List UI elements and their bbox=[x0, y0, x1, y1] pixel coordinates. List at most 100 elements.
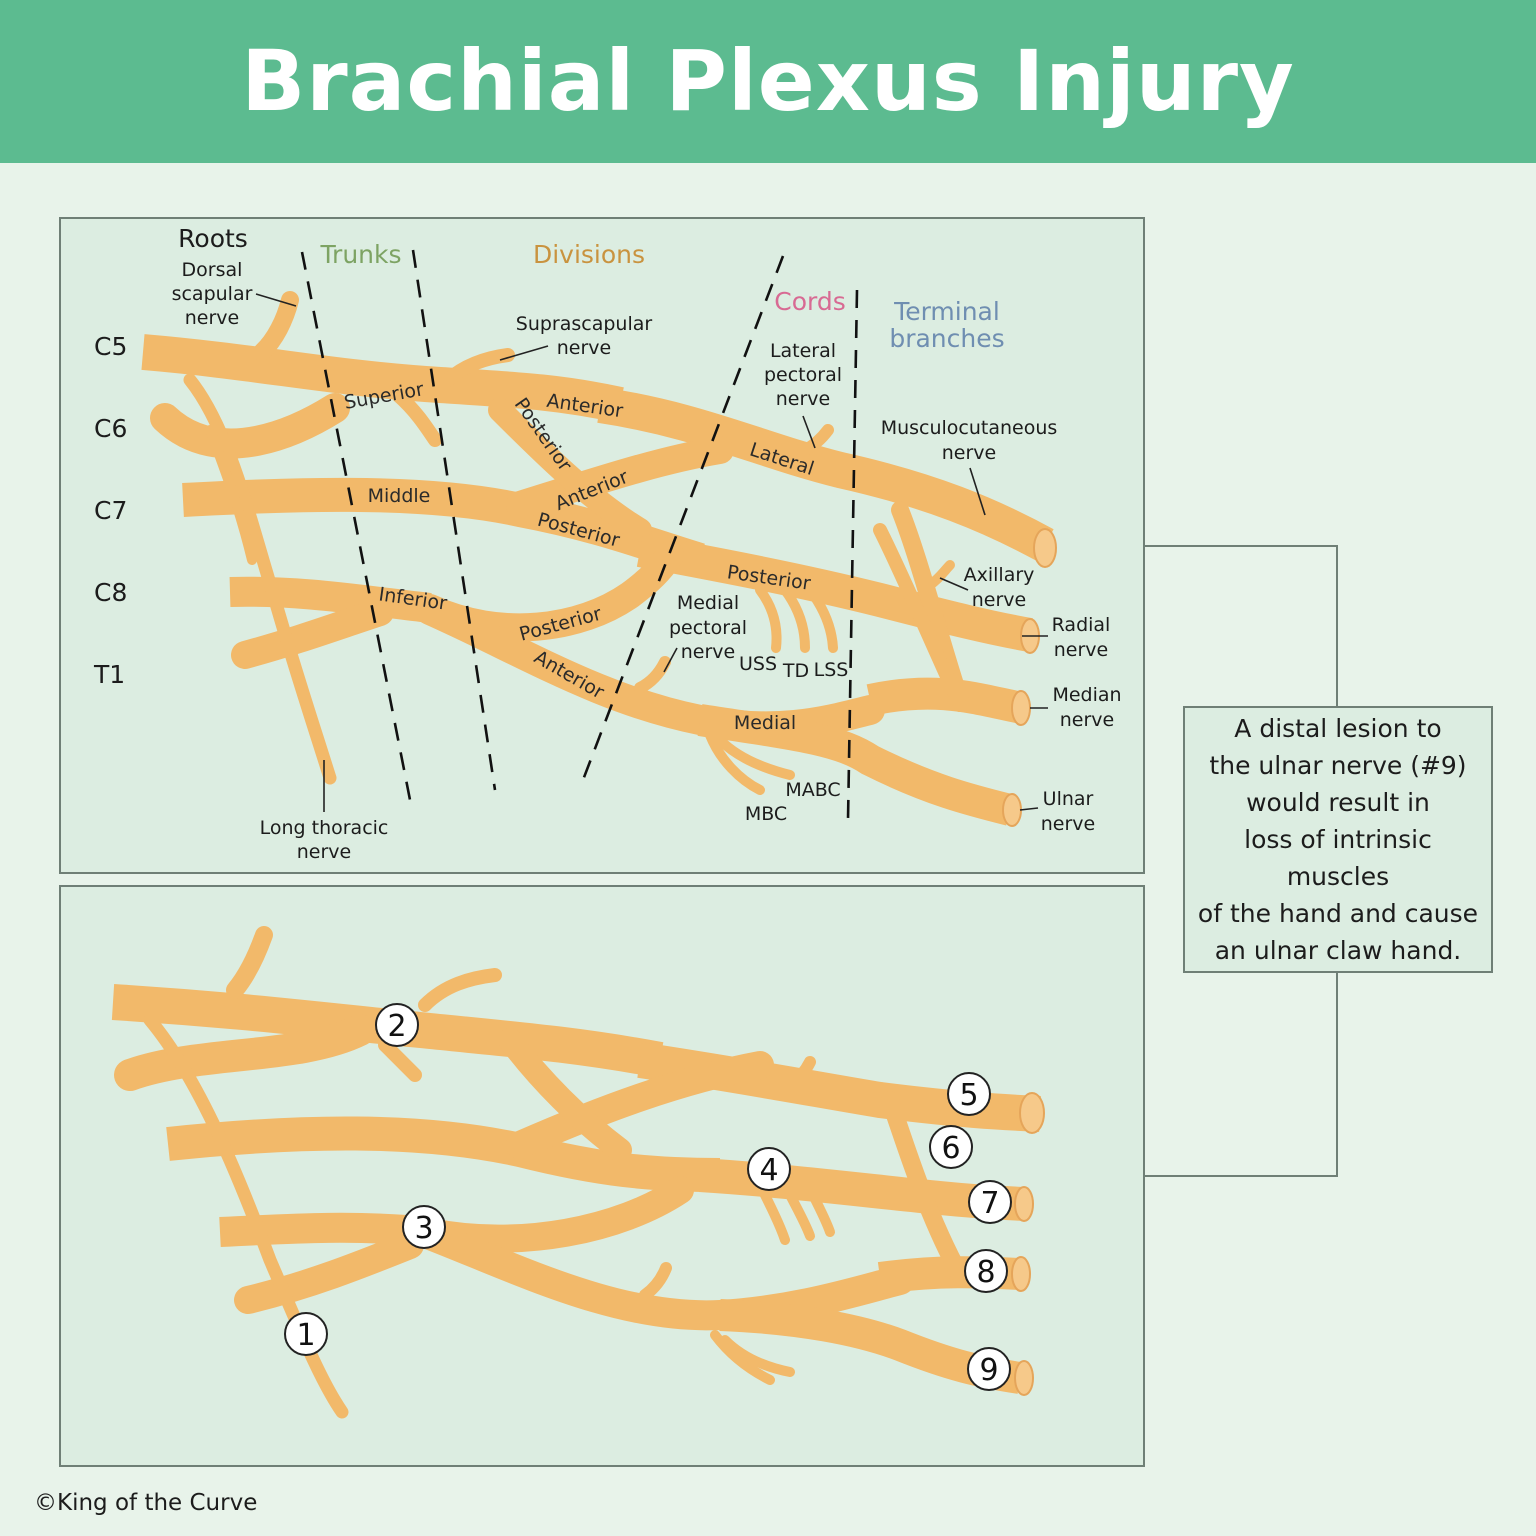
svg-text:9: 9 bbox=[979, 1353, 998, 1388]
boundary-divisions-cords bbox=[581, 255, 785, 781]
nerve-root-c8 bbox=[229, 576, 432, 623]
note-line: A distal lesion to bbox=[1234, 714, 1442, 743]
nerve-end bbox=[1019, 1092, 1045, 1134]
label-medial-pectoral: Medial bbox=[677, 592, 739, 614]
label-medial-pectoral: pectoral bbox=[669, 617, 747, 639]
label-lateral-pectoral: Lateral bbox=[770, 340, 836, 362]
posterior-division-inferior bbox=[416, 1176, 694, 1253]
anterior-division-middle bbox=[506, 436, 734, 519]
label-radial: nerve bbox=[1054, 639, 1108, 661]
svg-text:3: 3 bbox=[414, 1211, 433, 1246]
nerve-root-c5 bbox=[111, 984, 664, 1078]
cord-medial-label: Medial bbox=[734, 712, 796, 734]
suprascapular-branch bbox=[418, 968, 502, 1012]
label-medial-pectoral: nerve bbox=[681, 641, 735, 663]
svg-text:8: 8 bbox=[976, 1255, 995, 1290]
label-median: nerve bbox=[1060, 709, 1114, 731]
medial-pectoral-branch bbox=[634, 656, 671, 694]
medial-cord bbox=[697, 704, 1014, 826]
boundary-trunks-divisions bbox=[411, 249, 497, 791]
header-banner: Brachial Plexus Injury bbox=[0, 0, 1536, 163]
mbc-branch bbox=[705, 730, 765, 795]
median-lateral-root bbox=[881, 1091, 969, 1284]
trunk-middle-label: Middle bbox=[368, 485, 431, 507]
suprascapular-branch bbox=[441, 348, 515, 387]
section-terminal: branches bbox=[889, 324, 1004, 353]
label-radial: Radial bbox=[1052, 614, 1111, 636]
note-line: an ulnar claw hand. bbox=[1214, 936, 1462, 965]
branch bbox=[720, 1335, 795, 1377]
root-t1: T1 bbox=[93, 660, 125, 689]
label-uss: USS bbox=[739, 653, 777, 675]
marker-1: 1 bbox=[284, 1312, 328, 1356]
marker-7: 7 bbox=[968, 1180, 1012, 1224]
copyright: ©King of the Curve bbox=[34, 1490, 258, 1516]
svg-text:1: 1 bbox=[296, 1318, 315, 1353]
nerve-root-c5 bbox=[141, 334, 624, 423]
note-line: would result in bbox=[1246, 788, 1430, 817]
label-median: Median bbox=[1052, 684, 1121, 706]
svg-text:4: 4 bbox=[759, 1153, 778, 1188]
connector-line bbox=[1145, 545, 1338, 1177]
superior-trunk-drop bbox=[378, 1038, 422, 1082]
marker-5: 5 bbox=[947, 1072, 991, 1116]
root-c6: C6 bbox=[94, 414, 127, 443]
note-line: of the hand and cause bbox=[1197, 899, 1479, 928]
long-thoracic-branch-2 bbox=[205, 425, 257, 565]
dorsal-scapular-branch bbox=[253, 291, 299, 361]
root-c5: C5 bbox=[94, 332, 127, 361]
marker-8: 8 bbox=[964, 1249, 1008, 1293]
branch bbox=[780, 1180, 815, 1241]
nerve-end bbox=[1014, 1360, 1034, 1396]
label-axillary: Axillary bbox=[964, 564, 1035, 586]
nerve-root-c6 bbox=[150, 393, 350, 459]
svg-text:7: 7 bbox=[980, 1186, 999, 1221]
label-lss: LSS bbox=[814, 659, 849, 681]
musculocutaneous-end bbox=[1033, 528, 1057, 568]
section-terminal: Terminal bbox=[893, 297, 1000, 326]
td-branch bbox=[780, 585, 810, 653]
section-divisions: Divisions bbox=[533, 240, 645, 269]
mabc-branch bbox=[715, 735, 795, 780]
label-dorsal-scapular: nerve bbox=[185, 307, 239, 329]
label-mbc: MBC bbox=[745, 803, 787, 825]
long-thoracic-branch bbox=[183, 373, 337, 785]
label-lateral-pectoral: pectoral bbox=[764, 364, 842, 386]
explanation-note: A distal lesion to the ulnar nerve (#9) … bbox=[1183, 706, 1493, 973]
nerve-end bbox=[1011, 1256, 1031, 1292]
label-axillary: nerve bbox=[972, 589, 1026, 611]
nerve-root-c7 bbox=[166, 1116, 721, 1192]
superior-trunk-drop bbox=[391, 388, 442, 447]
lateral-cord bbox=[597, 387, 1054, 561]
long-thoracic-branch bbox=[143, 1013, 349, 1419]
marker-2: 2 bbox=[375, 1003, 419, 1047]
posterior-division-superior bbox=[488, 398, 652, 542]
label-mabc: MABC bbox=[785, 779, 840, 801]
anterior-division-inferior bbox=[415, 1220, 915, 1331]
boundary-roots-trunks bbox=[300, 251, 414, 811]
dorsal-scapular-branch bbox=[226, 926, 273, 999]
label-suprascapular: Suprascapular bbox=[516, 313, 653, 335]
lateral-pectoral-branch bbox=[784, 1056, 816, 1091]
nerve-root-c6 bbox=[114, 1014, 376, 1091]
label-musculocutaneous: nerve bbox=[942, 442, 996, 464]
posterior-division-superior bbox=[498, 1028, 632, 1162]
nerve-root-t1 bbox=[231, 598, 394, 669]
page-title: Brachial Plexus Injury bbox=[241, 32, 1295, 130]
marker-3: 3 bbox=[402, 1205, 446, 1249]
posterior-cord bbox=[636, 533, 1033, 652]
svg-text:5: 5 bbox=[959, 1078, 978, 1113]
nerve-end bbox=[1014, 1186, 1034, 1222]
section-roots: Roots bbox=[178, 224, 248, 253]
svg-text:2: 2 bbox=[387, 1009, 406, 1044]
root-c8: C8 bbox=[94, 578, 127, 607]
label-dorsal-scapular: Dorsal bbox=[182, 259, 243, 281]
note-line: the ulnar nerve (#9) bbox=[1209, 751, 1467, 780]
anterior-division-inferior bbox=[415, 595, 885, 742]
medial-pectoral-branch bbox=[639, 1262, 672, 1301]
note-line: loss of intrinsic muscles bbox=[1244, 825, 1432, 891]
marker-6: 6 bbox=[929, 1125, 973, 1169]
branch bbox=[710, 1330, 775, 1385]
